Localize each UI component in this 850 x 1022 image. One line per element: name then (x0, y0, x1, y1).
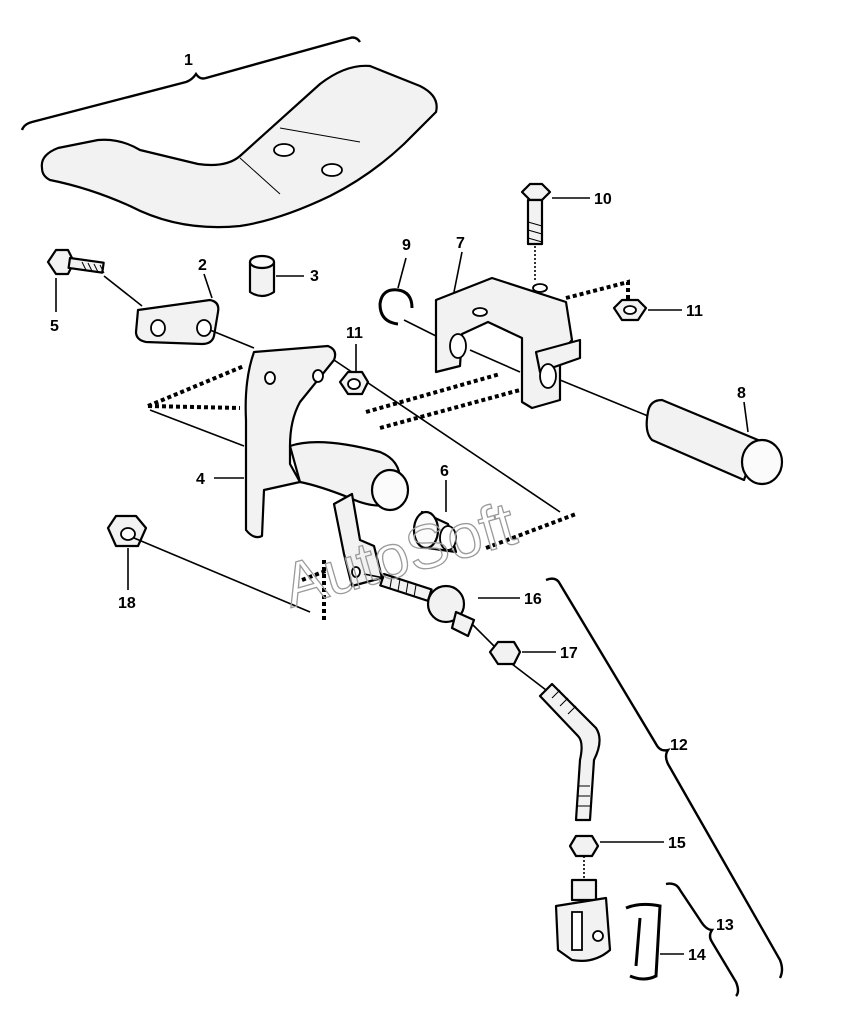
part-7-u-bracket (434, 276, 649, 417)
callout-10: 10 (594, 191, 612, 208)
callout-6: 6 (440, 463, 449, 480)
part-6-bushing (412, 510, 458, 554)
callout-18: 18 (118, 595, 136, 612)
callout-11-left: 11 (346, 325, 363, 342)
part-18-nut (106, 514, 311, 613)
callout-9: 9 (402, 237, 411, 254)
part-11-nut-right (612, 298, 648, 322)
callout-16: 16 (524, 591, 542, 608)
part-12-rod (538, 682, 601, 822)
part-11-nut-left (338, 370, 370, 396)
callout-11-right: 11 (686, 303, 703, 320)
callout-12: 12 (670, 737, 688, 754)
part-15-nut (568, 834, 600, 880)
callout-15: 15 (668, 835, 686, 852)
callout-13: 13 (716, 917, 734, 934)
callout-3: 3 (310, 268, 319, 285)
part-2-plate (134, 298, 255, 349)
watermark: AutoSoft (276, 489, 524, 621)
callout-1: 1 (184, 52, 193, 69)
part-5-bolt (46, 248, 143, 307)
part-17-nut (488, 640, 547, 691)
part-14-clip (625, 902, 662, 981)
callout-2: 2 (198, 257, 207, 274)
lever-plate (332, 492, 384, 588)
part-8-pin (645, 398, 784, 486)
leader-lines (55, 197, 749, 955)
callout-8: 8 (737, 385, 746, 402)
part-1-plate (20, 36, 438, 229)
callout-17: 17 (560, 645, 578, 662)
part-10-bolt (520, 182, 552, 282)
part-13-clevis (554, 878, 612, 962)
bracket-13 (665, 882, 740, 997)
part-3-sleeve (248, 254, 276, 298)
callout-4: 4 (196, 471, 205, 488)
part-16-ball-stud (363, 572, 497, 649)
callout-14: 14 (688, 947, 706, 964)
callout-7: 7 (456, 235, 465, 252)
callout-5: 5 (50, 318, 59, 335)
dashed-contact-zones (147, 279, 630, 620)
bracket-12 (545, 577, 784, 979)
part-4-bracket (149, 344, 561, 539)
